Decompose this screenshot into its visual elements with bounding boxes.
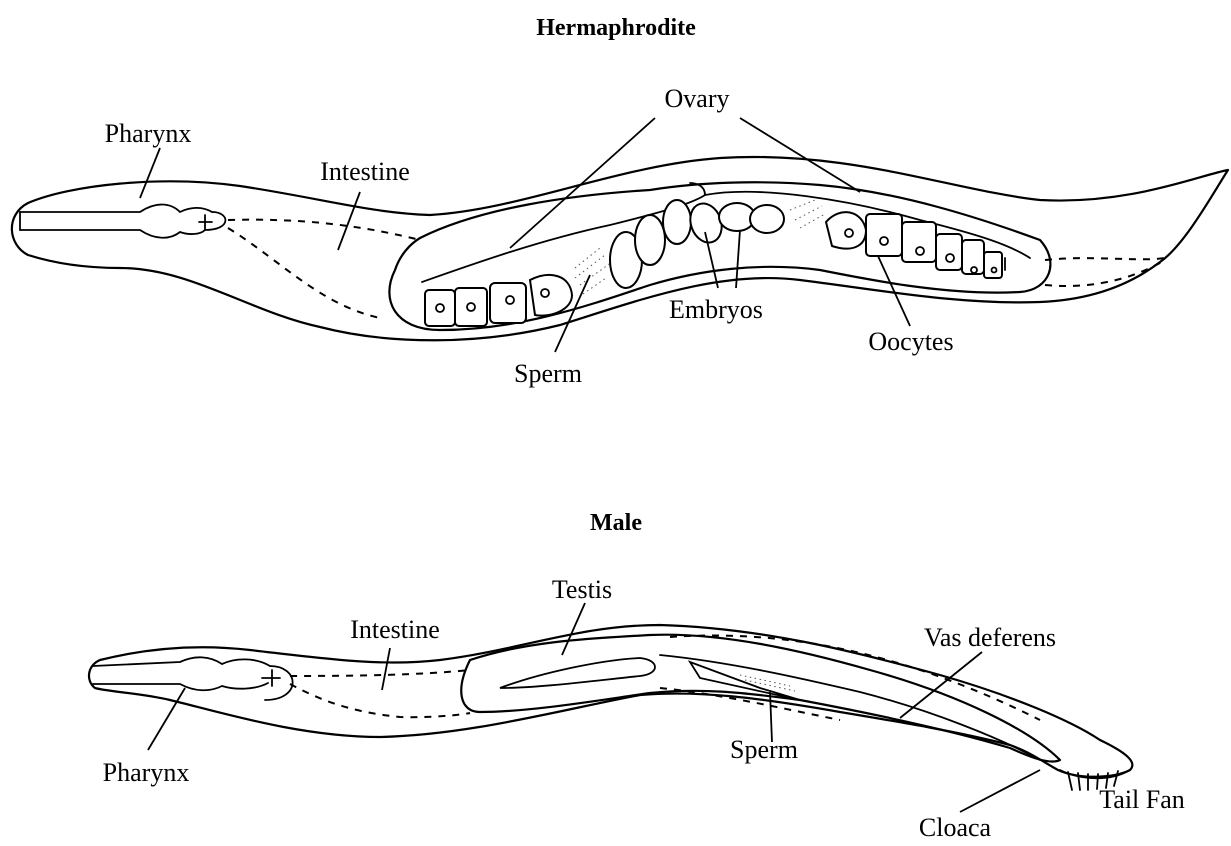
male-sperm-label: Sperm: [730, 735, 798, 764]
herm-pharynx: [20, 205, 225, 238]
herm-intestine-label: Intestine: [320, 157, 410, 186]
herm-oocytes: [826, 212, 1005, 278]
herm-pharynx-leader: [140, 148, 160, 198]
herm-germ-cells-left: [425, 275, 572, 326]
herm-ovary-leader-2: [740, 118, 860, 192]
male-intestine-label: Intestine: [350, 615, 440, 644]
male-figure: Male: [89, 510, 1185, 842]
herm-sperm-label: Sperm: [514, 359, 582, 388]
male-cloaca-label: Cloaca: [919, 813, 992, 842]
male-pharynx: [93, 657, 293, 700]
male-vas-deferens-label: Vas deferens: [924, 623, 1056, 652]
herm-ovary-label: Ovary: [665, 84, 730, 113]
herm-ovary-leader-1: [510, 118, 655, 248]
hermaphrodite-figure: Hermaphrodite: [12, 15, 1228, 388]
male-testis-label: Testis: [552, 575, 612, 604]
male-testis-leader: [562, 603, 585, 655]
male-tail-fan-label: Tail Fan: [1099, 785, 1185, 814]
male-pharynx-label: Pharynx: [103, 758, 190, 787]
herm-intestine-leader: [338, 192, 360, 250]
herm-oocytes-label: Oocytes: [868, 327, 953, 356]
male-title: Male: [590, 510, 642, 536]
herm-embryos-label: Embryos: [669, 295, 763, 324]
male-intestine-leader: [382, 648, 390, 690]
herm-pharynx-label: Pharynx: [105, 119, 192, 148]
hermaphrodite-title: Hermaphrodite: [536, 15, 696, 41]
male-cloaca-leader: [960, 770, 1040, 812]
